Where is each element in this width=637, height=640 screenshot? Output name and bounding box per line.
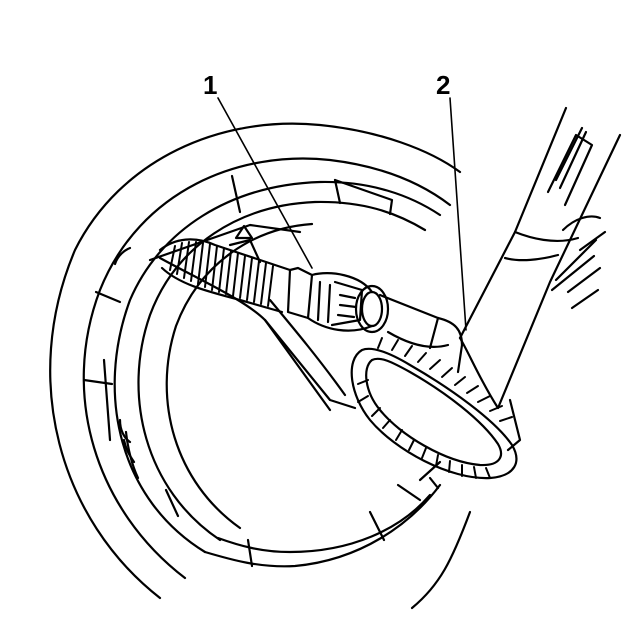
tank-opening-outer-ring bbox=[49, 122, 472, 610]
module-flange bbox=[118, 223, 357, 444]
corrugated-hose bbox=[158, 238, 292, 314]
removal-tool bbox=[458, 106, 622, 452]
module-body-elbow bbox=[378, 293, 464, 374]
callout-leaders bbox=[217, 97, 467, 331]
callout-label-1: 1 bbox=[203, 70, 218, 100]
leader-line-1 bbox=[217, 97, 313, 269]
lock-ring bbox=[82, 174, 442, 568]
leader-line-2 bbox=[449, 97, 467, 331]
callout-label-2: 2 bbox=[436, 70, 451, 100]
quick-connect-fitting bbox=[286, 266, 390, 334]
tool-ratchet-loop bbox=[350, 337, 518, 490]
